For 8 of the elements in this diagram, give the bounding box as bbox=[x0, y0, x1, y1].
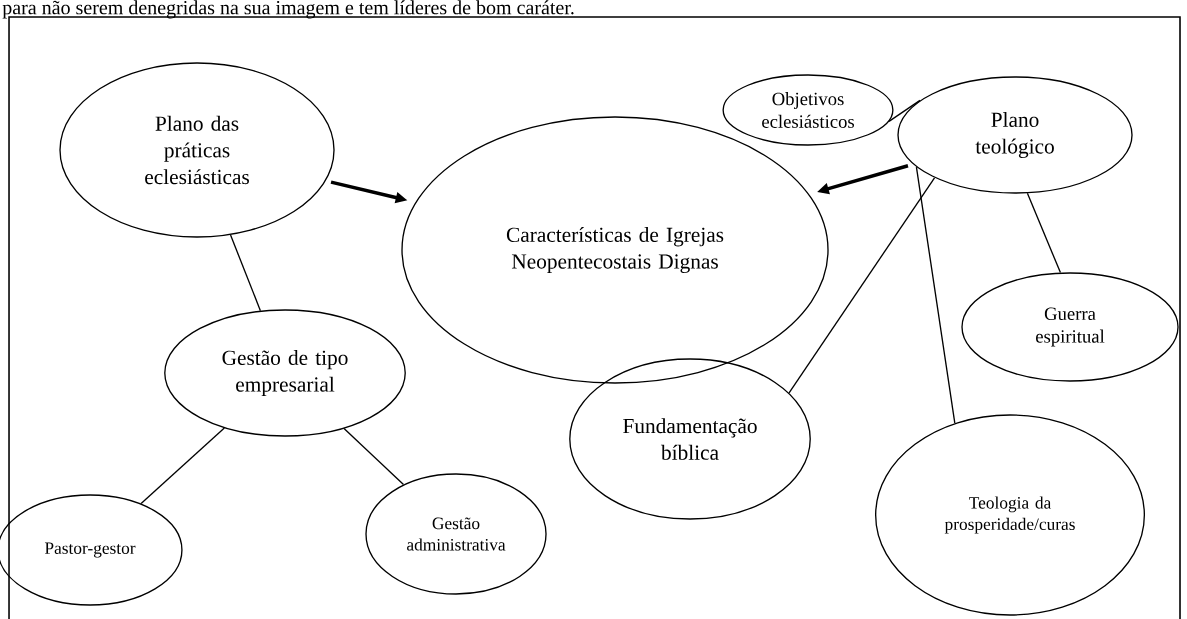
connector-line bbox=[888, 99, 921, 123]
connector-line bbox=[140, 427, 225, 505]
connector-line bbox=[915, 166, 956, 424]
connector-line bbox=[1026, 192, 1062, 274]
connector-line bbox=[788, 177, 936, 394]
caption-text: para não serem denegridas na sua imagem e tem líderes de bom caráter. bbox=[2, 0, 574, 19]
connector-line bbox=[343, 427, 405, 486]
connector-line bbox=[229, 234, 262, 312]
